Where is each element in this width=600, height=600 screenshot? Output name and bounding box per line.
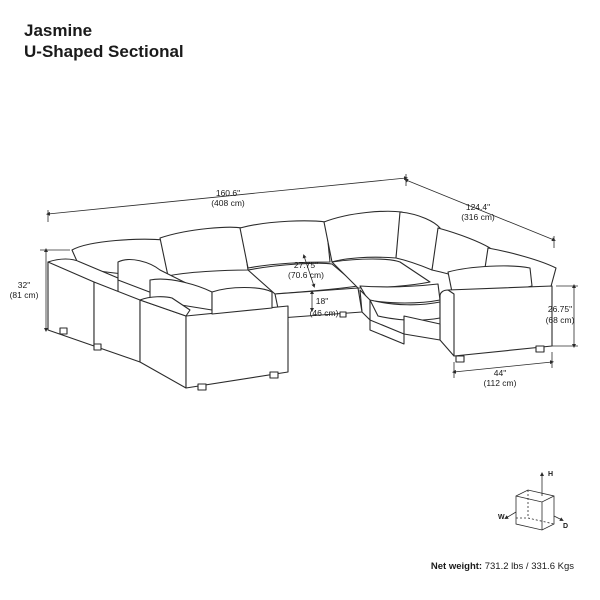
product-name: Jasmine xyxy=(24,21,93,40)
product-title: Jasmine U-Shaped Sectional xyxy=(24,20,184,62)
axis-h-label: H xyxy=(548,471,553,478)
axis-d-label: D xyxy=(563,523,568,530)
axis-w-label: W xyxy=(498,514,505,521)
arm-height-in: 26.75" xyxy=(548,304,572,314)
seat-depth-in: 27.75" xyxy=(294,260,318,270)
product-type: U-Shaped Sectional xyxy=(24,42,184,61)
left-modules xyxy=(47,258,289,391)
overall-width-in: 160.6" xyxy=(216,188,240,198)
seat-depth-cm: (70.6 cm) xyxy=(288,270,324,280)
seat-height-in: 18" xyxy=(316,296,328,306)
net-weight-value: 731.2 lbs / 331.6 Kgs xyxy=(484,561,574,572)
overall-depth-in: 124.4" xyxy=(466,202,490,212)
height-cm: (81 cm) xyxy=(10,290,39,300)
dimension-lines xyxy=(40,174,578,378)
module-width-cm: (112 cm) xyxy=(484,378,517,388)
overall-depth-cm: (316 cm) xyxy=(461,212,495,222)
right-module xyxy=(359,265,553,363)
module-width-in: 44" xyxy=(494,368,506,378)
arm-height-cm: (68 cm) xyxy=(546,315,575,325)
overall-width-cm: (408 cm) xyxy=(211,198,245,208)
axis-cube-icon: H W D xyxy=(498,471,568,531)
height-in: 32" xyxy=(18,280,30,290)
seat-height-cm: (46 cm) xyxy=(310,308,339,318)
dimension-labels: 160.6" (408 cm) 124.4" (316 cm) 32" (81 … xyxy=(10,188,575,388)
net-weight-label: Net weight: xyxy=(430,561,483,572)
net-weight: Net weight: 731.2 lbs / 331.6 Kgs xyxy=(431,561,574,572)
